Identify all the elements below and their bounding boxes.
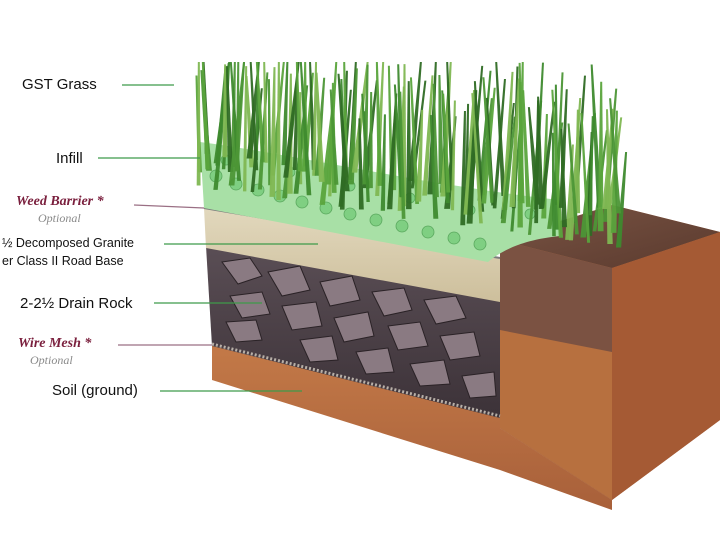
grass-blade — [551, 132, 556, 237]
grass-blade — [522, 90, 531, 207]
grass-blade — [442, 93, 451, 193]
grass-blade — [225, 66, 234, 173]
grass-blade — [432, 83, 439, 198]
grass-blade — [471, 93, 483, 224]
decomposed-granite-layer — [204, 208, 500, 302]
grass-blade — [479, 98, 493, 196]
soil-block — [500, 205, 720, 500]
label-soil: Soil (ground) — [52, 382, 138, 399]
grass-blade — [517, 81, 523, 228]
grass-blade — [473, 81, 485, 212]
grass-blade — [588, 116, 594, 216]
grass-blade — [482, 77, 494, 203]
grass-blade — [295, 62, 303, 172]
grass-blade — [263, 62, 268, 163]
grass-blade — [347, 68, 358, 185]
label-wire-mesh: Wire Mesh * — [18, 336, 92, 351]
grass-blade — [501, 71, 514, 211]
grass-blade — [422, 75, 434, 196]
grass-blade — [329, 89, 339, 185]
grass-blade — [201, 62, 210, 170]
grass-blade — [605, 109, 613, 245]
grass-blade — [276, 62, 281, 200]
label-granite-line1: ½ Decomposed Granite — [2, 236, 135, 250]
grass-blade — [408, 62, 422, 182]
grass-blade — [597, 81, 604, 232]
grass-blade — [539, 101, 556, 209]
grass-blade — [495, 62, 506, 197]
grass-blade — [375, 62, 383, 186]
grass-blade — [560, 128, 568, 228]
grass-blade — [485, 97, 495, 206]
label-drain-rock: 2-2½ Drain Rock — [20, 295, 133, 312]
label-weed-barrier: Weed Barrier * — [16, 194, 104, 209]
grass-blade — [235, 62, 240, 171]
grass-blade — [337, 73, 350, 192]
label-granite-line2: er Class II Road Base — [2, 254, 124, 268]
grass-blade — [580, 113, 591, 243]
grass-blade — [450, 100, 456, 211]
soil-layer — [212, 340, 612, 510]
label-gst-grass: GST Grass — [22, 76, 97, 93]
grass-blade — [399, 91, 406, 219]
leader-lines — [98, 84, 318, 392]
grass-blade — [537, 96, 544, 209]
grass-blade — [281, 62, 289, 166]
grass-blade — [222, 64, 228, 158]
grass-blade — [299, 62, 312, 196]
grass-blade — [509, 78, 520, 207]
grass-blade — [380, 114, 386, 211]
leader-weed-barrier — [133, 204, 205, 209]
grass-blade — [283, 62, 300, 178]
grass-blade — [267, 79, 272, 186]
grass-blade — [249, 62, 259, 171]
grass-blade — [387, 93, 398, 210]
grass-blade — [368, 91, 373, 189]
grass-blade — [315, 72, 325, 182]
grass-blade — [361, 93, 370, 189]
label-weed-barrier-optional: Optional — [38, 211, 81, 225]
grass-blade — [574, 109, 581, 214]
grass-blade — [358, 118, 364, 210]
wire-mesh — [211, 342, 501, 418]
grass-blade — [446, 62, 454, 191]
grass-blade — [269, 67, 276, 197]
label-wire-mesh-optional: Optional — [30, 353, 73, 367]
grass-blade — [242, 66, 248, 192]
grass-blade — [609, 98, 622, 214]
grass-blade — [409, 77, 420, 205]
grass-blade — [567, 123, 579, 235]
grass-blade — [416, 109, 424, 202]
grass-blade — [312, 62, 318, 176]
grass-blade — [463, 90, 476, 215]
grass-blade — [406, 81, 412, 210]
label-infill: Infill — [56, 150, 83, 167]
grass-blade — [500, 116, 516, 224]
grass-blade — [351, 62, 369, 173]
grass-blade — [196, 62, 201, 186]
drain-rock-layer — [206, 246, 500, 418]
grass-blade — [460, 110, 466, 226]
grass-blade — [615, 152, 628, 248]
grass-layer — [195, 62, 628, 248]
